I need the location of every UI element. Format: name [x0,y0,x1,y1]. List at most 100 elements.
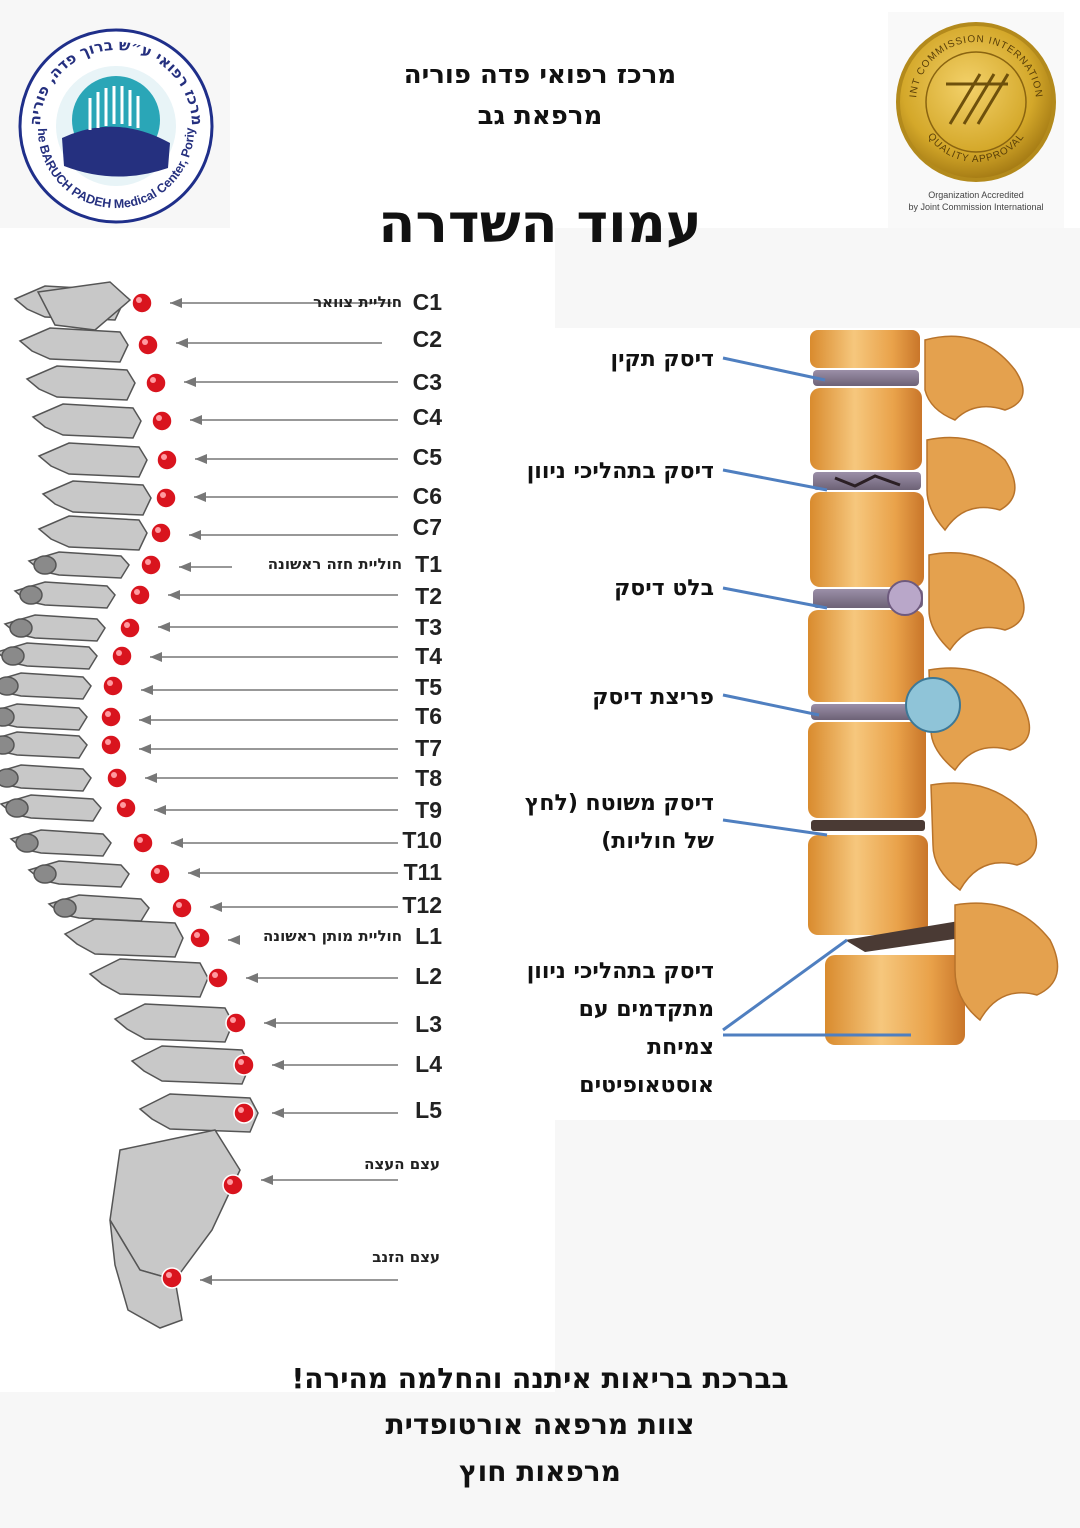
spine-silhouette [0,281,259,1329]
rib-facet [0,768,19,788]
vertebra-label: T6 [415,703,442,729]
vertebra-label: C5 [412,444,442,470]
vertebra-shape [41,480,152,516]
vertebra-marker-dot [100,706,122,728]
vertebra-marker-highlight [145,559,151,565]
vertebra-marker-highlight [120,802,126,808]
jci-accreditation-logo: JOINT COMMISSION INTERNATIONAL QUALITY A… [888,12,1064,228]
vertebra-marker-highlight [105,711,111,717]
vertebra-pointer-arrowhead [189,530,201,540]
vertebra-note: חוליית מותן ראשונה [262,927,402,945]
vertebra-pointer-arrowhead [200,1275,212,1285]
vertebra-marker-highlight [212,972,218,978]
footer-wish-text: בברכת בריאות איתנה והחלמה מהירה! [291,1362,789,1395]
vertebra-pointer-arrowhead [154,805,166,815]
rib-facet [0,676,19,696]
vertebra-label: L2 [415,963,442,989]
vertebra-marker-highlight [111,772,117,778]
disc-bulge-marker [887,580,923,616]
vertebra-marker-highlight [124,622,130,628]
disc-label-advanced-degeneration: דיסק בתהליכי ניוון מתקדמים עם צמיחת אוסט… [526,959,714,1098]
disc-pointer-lines [722,356,911,1037]
vertebra-label: T9 [415,797,442,823]
vertebra-label: C6 [412,483,442,509]
vertebra-shape [88,958,209,998]
rib-facet [53,898,77,918]
header-hospital-name: מרכז רפואי פדה פוריה [403,60,677,90]
vertebra-label: T1 [415,551,442,577]
vertebra-marker-dot [132,832,154,854]
vertebra-pointer-arrowhead [246,973,258,983]
jci-seal-icon: JOINT COMMISSION INTERNATIONAL QUALITY A… [888,12,1056,182]
vertebra-marker-dot [140,554,162,576]
vertebra-note: חוליית חזה ראשונה [267,555,402,573]
vertebra-marker-dot [151,410,173,432]
lumbar-spine-illustration [808,330,1059,1045]
vertebra-pointer-arrowhead [264,1018,276,1028]
vertebra-marker-highlight [230,1017,236,1023]
pointer-line-osteophytes-upper [722,938,848,1032]
vertebra-label: C7 [412,514,442,540]
vertebra-marker-dot [149,863,171,885]
page-title: עמוד השדרה [378,192,702,255]
pointer-line-flattened-disc [722,818,828,837]
coccyx-shape [109,1219,183,1329]
vertebra-label: C1 [412,289,442,315]
vertebra-shape [63,918,184,958]
rib-facet [33,555,57,575]
background-panel-right [555,228,1080,328]
disc-label-herniated: פריצת דיסק [592,685,714,710]
vertebra-marker-dot [171,897,193,919]
vertebra-pointer-arrowhead [210,902,222,912]
vertebra-label: L1 [415,923,442,949]
vertebra-label: T4 [415,643,442,669]
disc-herniation-marker [905,677,961,733]
vertebra-marker-dot [102,675,124,697]
vertebra-marker-dot [137,334,159,356]
vertebra-marker-highlight [142,339,148,345]
vertebra-pointer-arrowhead [170,298,182,308]
vertebra-marker-highlight [227,1179,233,1185]
vertebra-pointer-arrowhead [228,935,240,945]
vertebra-label: L3 [415,1011,442,1037]
vertebra-pointer-arrowhead [261,1175,273,1185]
vertebra-label: T12 [402,892,442,918]
vertebra-marker-highlight [105,739,111,745]
vertebra-marker-dot [150,522,172,544]
vertebra-marker-dot [207,967,229,989]
background-panel-bottom [0,1392,1080,1528]
vertebra-label: C4 [412,404,442,430]
rib-facet [0,707,15,727]
vertebra-pointer-lines [139,298,398,1285]
vertebra-pointer-arrowhead [158,622,170,632]
rib-facet [19,585,43,605]
medical-center-logo: מרכז רפואי ע״ש ברוך פדה, פוריה The BARUC… [18,28,214,224]
pointer-line-degenerating-disc [722,468,828,492]
pointer-line-herniated-disc [722,693,820,717]
vertebra-marker-highlight [154,868,160,874]
vertebra-pointer-arrowhead [195,454,207,464]
vertebra-note: עצם העצה [364,1155,440,1173]
vertebra-label: T10 [402,827,442,853]
vertebra-marker-highlight [137,837,143,843]
vertebra-pointer-arrowhead [168,590,180,600]
vertebra-marker-dot [233,1054,255,1076]
disc-label-flattened: דיסק משוטח (לחץ של חוליות) [524,791,714,854]
vertebra-shape [0,703,88,731]
vertebra-marker-highlight [176,902,182,908]
footer-team-text: צוות מרפאה אורטופדית [385,1408,695,1441]
spine-diagram [0,281,398,1329]
vertebra-pointer-arrowhead [190,415,202,425]
vertebra-marker-highlight [156,415,162,421]
jci-caption-line1: Organization Accredited [928,190,1024,200]
vertebra-label: T3 [415,614,442,640]
vertebra-marker-highlight [166,1272,172,1278]
vertebra-label: C3 [412,369,442,395]
vertebra-marker-highlight [194,932,200,938]
vertebra-marker-highlight [116,650,122,656]
vertebra-pointer-arrowhead [171,838,183,848]
vertebra-pointer-arrowhead [139,715,151,725]
vertebra-pointer-arrowhead [272,1108,284,1118]
vertebra-shape [37,515,148,551]
vertebra-pointer-arrowhead [176,338,188,348]
